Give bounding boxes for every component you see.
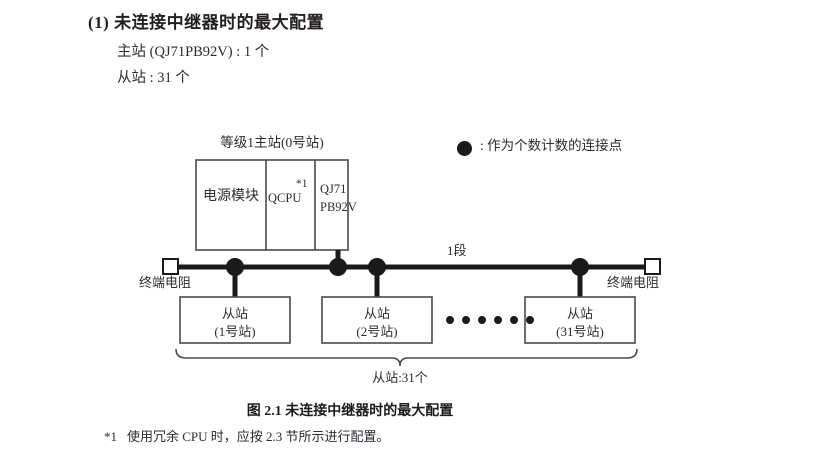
slave-station-box-1	[179, 296, 291, 344]
module-label-pb92v: QJ71 PB92V	[320, 180, 357, 216]
master-station-caption: 等级1主站(0号站)	[220, 135, 324, 150]
module-label-qcpu: QCPU	[268, 191, 302, 205]
spec-line-master: 主站 (QJ71PB92V) : 1 个	[117, 44, 270, 60]
spec-line-slave: 从站 : 31 个	[117, 70, 190, 86]
terminator-left-symbol	[162, 258, 179, 275]
terminator-right-label: 终端电阻	[607, 275, 660, 290]
filled-circle-icon	[457, 141, 472, 156]
slave-station-box-2	[321, 296, 433, 344]
connection-node-slave-31	[571, 258, 589, 276]
terminator-left-label: 终端电阻	[139, 275, 192, 290]
slave-station-number-1: (1号站)	[214, 324, 256, 340]
segment-label: 1段	[447, 243, 467, 258]
footnote-text: 使用冗余 CPU 时，应按 2.3 节所示进行配置。	[127, 429, 390, 444]
slave-station-label-1: 从站 (1号站)	[180, 305, 290, 341]
slave-count-label: 从站:31个	[372, 370, 428, 385]
slave-count-brace	[175, 348, 638, 367]
footnote-marker: *1	[104, 429, 117, 444]
module-label-power-supply: 电源模块	[203, 189, 259, 204]
connection-node-master	[329, 258, 347, 276]
terminator-right-symbol	[644, 258, 661, 275]
module-label-pb92v-line2: PB92V	[320, 200, 357, 215]
footnote: *1 使用冗余 CPU 时，应按 2.3 节所示进行配置。	[104, 426, 390, 445]
module-label-pb92v-line1: QJ71	[320, 182, 347, 196]
slave-station-label-2: 从站 (2号站)	[322, 305, 432, 341]
slave-station-number-31: (31号站)	[556, 324, 604, 340]
legend-text: : 作为个数计数的连接点	[480, 138, 623, 153]
slave-station-label-31: 从站 (31号站)	[525, 305, 635, 341]
slave-title-31: 从站	[566, 306, 593, 321]
slave-station-number-2: (2号站)	[356, 324, 398, 340]
module-footnote-marker: *1	[296, 178, 308, 190]
connection-node-slave-1	[226, 258, 244, 276]
connection-node-slave-2	[368, 258, 386, 276]
slave-station-box-31	[524, 296, 636, 344]
slave-title-2: 从站	[363, 306, 390, 321]
figure-caption: 图 2.1 未连接中继器时的最大配置	[246, 404, 454, 419]
slave-title-1: 从站	[221, 306, 248, 321]
ellipsis-dots	[446, 316, 534, 324]
page-title: (1) 未连接中继器时的最大配置	[88, 13, 325, 32]
master-station-box	[195, 159, 349, 251]
